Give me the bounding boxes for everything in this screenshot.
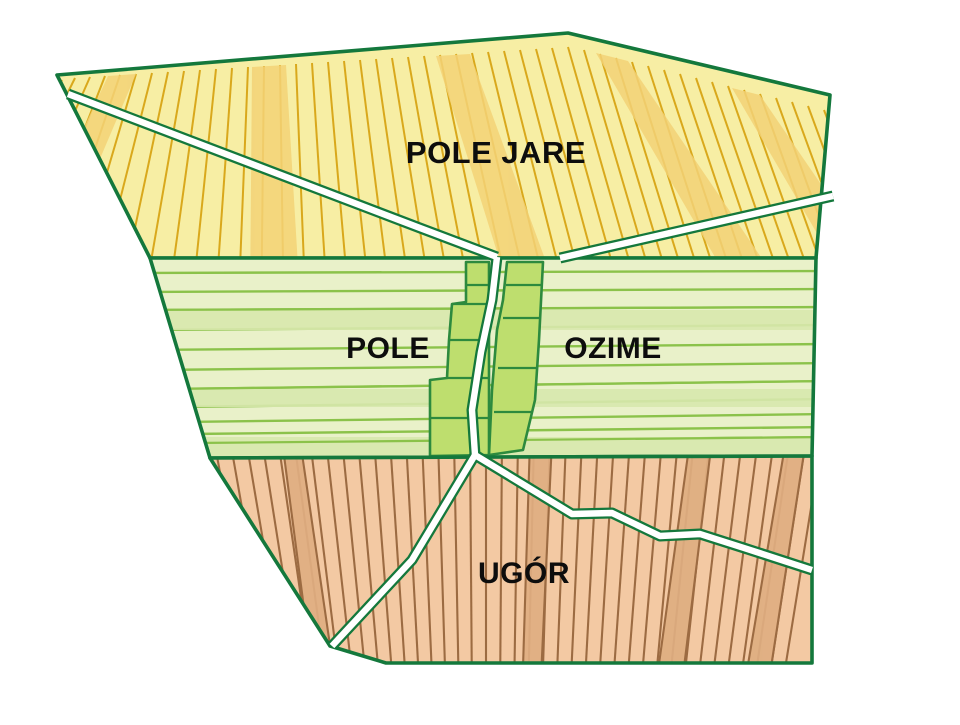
label-ugor: UGÓR bbox=[478, 556, 570, 590]
field-ugor-bands bbox=[282, 456, 806, 663]
label-pole: POLE bbox=[346, 332, 430, 365]
label-ozime: OZIME bbox=[564, 332, 662, 365]
field-pole-jare[interactable] bbox=[0, 31, 960, 725]
center-plot-east[interactable] bbox=[487, 260, 545, 457]
field-labels: POLE JARE POLE OZIME UGÓR bbox=[346, 135, 662, 590]
label-pole-jare: POLE JARE bbox=[406, 135, 586, 170]
road-network[interactable] bbox=[66, 88, 835, 650]
